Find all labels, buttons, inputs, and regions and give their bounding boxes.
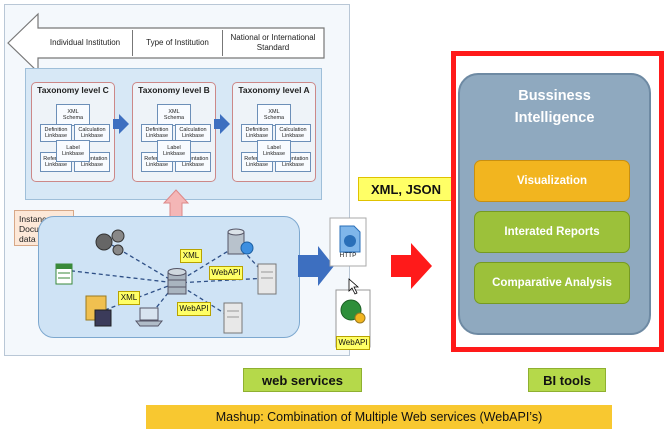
calculation-linkbase-tile: Calculation Linkbase [74, 124, 110, 142]
arrow-a-to-b [214, 114, 230, 134]
xml-label-top: XML [180, 249, 202, 263]
xml-schema-tile: XML Schema [257, 104, 291, 126]
taxonomy-level-a-title: Taxonomy level A [238, 85, 310, 95]
central-database-icon [167, 268, 187, 295]
red-arrow-to-bi [391, 243, 432, 289]
server-bottom-icon [223, 302, 243, 334]
webapi-service-label: WebAPI [336, 336, 370, 350]
webapi-label-bottom: WebAPI [177, 302, 211, 316]
label-linkbase-tile: Label Linkbase [257, 140, 291, 162]
scope-standard: National or International Standard [230, 33, 316, 52]
bi-frame [451, 51, 664, 352]
scope-type-of-institution: Type of Institution [133, 30, 223, 56]
calculation-linkbase-tile: Calculation Linkbase [175, 124, 211, 142]
folder-database-icon [85, 295, 112, 327]
taxonomy-level-b-title: Taxonomy level B [138, 85, 210, 95]
xml-schema-tile: XML Schema [56, 104, 90, 126]
server-right-icon [257, 263, 277, 295]
xml-label-left: XML [118, 291, 140, 305]
laptop-icon [134, 307, 164, 327]
label-linkbase-tile: Label Linkbase [157, 140, 191, 162]
comparative-analysis-box: Comparative Analysis [474, 262, 630, 304]
arrow-b-to-c [113, 114, 129, 134]
bi-title-line1: Bussiness [518, 88, 591, 104]
interated-reports-box: Interated Reports [474, 211, 630, 253]
calculation-linkbase-tile: Calculation Linkbase [275, 124, 311, 142]
media-cluster-icon [95, 229, 125, 256]
xml-json-label: XML, JSON [358, 177, 454, 201]
bi-title-line2: Intelligence [514, 110, 595, 126]
http-service-icon [329, 217, 367, 267]
definition-linkbase-tile: Definition Linkbase [241, 124, 273, 142]
bi-tools-label: BI tools [528, 368, 606, 392]
webapi-label-right: WebAPI [209, 266, 243, 280]
cursor-icon [348, 278, 360, 295]
xml-schema-tile: XML Schema [157, 104, 191, 126]
label-linkbase-tile: Label Linkbase [56, 140, 90, 162]
blue-arrow-to-services [298, 246, 334, 286]
web-services-label: web services [243, 368, 362, 392]
taxonomy-level-c-title: Taxonomy level C [37, 85, 109, 95]
http-label: HTTP [339, 252, 357, 259]
visualization-box: Visualization [474, 160, 630, 202]
spreadsheet-icon [55, 263, 73, 285]
scope-individual-institution: Individual Institution [38, 30, 133, 56]
web-database-icon [227, 228, 254, 255]
mashup-label: Mashup: Combination of Multiple Web serv… [146, 405, 612, 429]
